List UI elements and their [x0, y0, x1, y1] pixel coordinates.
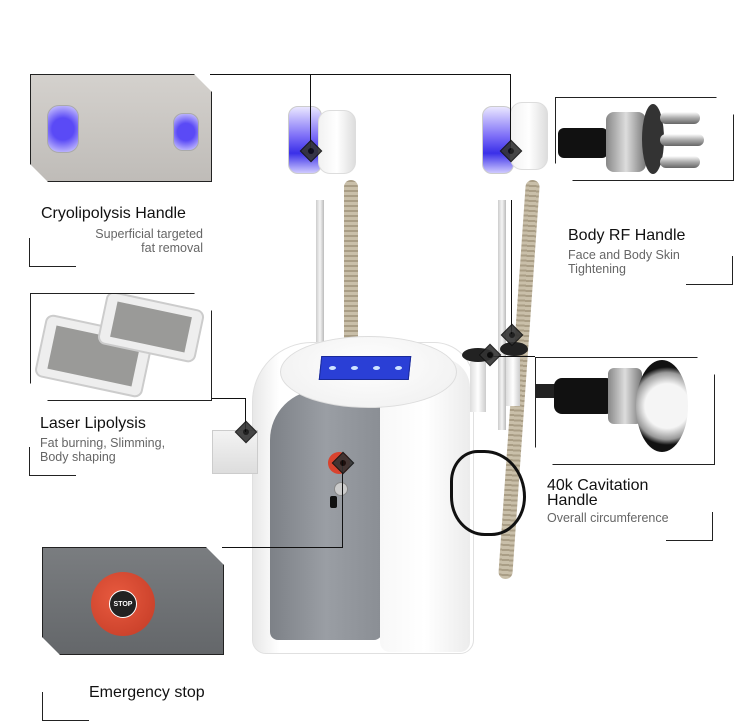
inset-cavitation: [535, 357, 715, 465]
coiled-cable: [450, 450, 526, 536]
control-screen: [318, 356, 412, 380]
connector-laser-v: [245, 398, 246, 432]
body-rf-title: Body RF Handle: [568, 227, 686, 244]
machine-illustration: [200, 90, 560, 690]
laser-subtitle-2: Body shaping: [40, 450, 116, 464]
cavitation-title-1: 40k Cavitation: [547, 477, 649, 494]
cryolipolysis-title: Cryolipolysis Handle: [41, 205, 186, 222]
handle-shaft-1: [470, 362, 486, 412]
cryolipolysis-subtitle-1: Superficial targeted: [95, 227, 203, 241]
connector-laser-h: [209, 398, 245, 399]
cavitation-bracket: [666, 512, 713, 541]
connector-stop-v: [342, 460, 343, 548]
cryo-handle-left-body: [318, 110, 356, 174]
cavitation-handle-on-machine: [500, 342, 528, 356]
key: [330, 496, 337, 508]
inset-emergency-stop: STOP: [42, 547, 224, 655]
key-switch: [334, 482, 348, 496]
rf-electrode-2: [660, 134, 704, 146]
inset-body-rf: [555, 97, 734, 181]
connector-cryo-right-drop: [510, 74, 511, 150]
cavitation-title-2: Handle: [547, 492, 598, 509]
laser-subtitle-1: Fat burning, Slimming,: [40, 436, 166, 450]
right-pole: [498, 200, 506, 430]
handle-shaft-2: [506, 356, 520, 406]
connector-rf: [511, 200, 512, 334]
rf-handle-grip: [558, 128, 608, 158]
laser-title: Laser Lipolysis: [40, 415, 146, 432]
gray-panel: [270, 390, 382, 640]
stop-icon: STOP: [109, 590, 137, 618]
rf-electrode-3: [660, 156, 700, 168]
emergency-stop-title: Emergency stop: [89, 684, 205, 701]
emergency-stop-bracket: [42, 692, 89, 721]
body-rf-subtitle-1: Face and Body Skin: [568, 248, 680, 262]
cryo-handle-left: [288, 106, 322, 174]
cav-grip: [554, 378, 614, 414]
cryo-inset-handle-1: [47, 105, 79, 153]
connector-stop-h: [222, 547, 342, 548]
cryolipolysis-bracket: [29, 238, 76, 267]
cryolipolysis-subtitle-2: fat removal: [141, 241, 203, 255]
connector-cryo-top: [210, 74, 510, 75]
body-rf-bracket: [686, 256, 733, 285]
body-rf-subtitle-2: Tightening: [568, 262, 626, 276]
inset-laser-lipolysis: [30, 293, 212, 401]
rf-handle-head: [642, 104, 664, 174]
cavitation-subtitle: Overall circumference: [547, 511, 669, 525]
rf-electrode-1: [660, 112, 700, 124]
connector-cryo-left-drop: [310, 74, 311, 150]
cav-cable: [536, 384, 556, 398]
connector-cavitation: [485, 356, 535, 357]
rf-handle-collar: [606, 112, 646, 172]
cav-head: [636, 360, 688, 452]
cryo-handle-right-body: [510, 102, 548, 170]
stop-button: STOP: [91, 572, 155, 636]
inset-cryolipolysis: [30, 74, 212, 182]
laser-bracket: [29, 447, 76, 476]
left-pole: [316, 200, 324, 430]
cryo-inset-handle-2: [173, 113, 199, 151]
